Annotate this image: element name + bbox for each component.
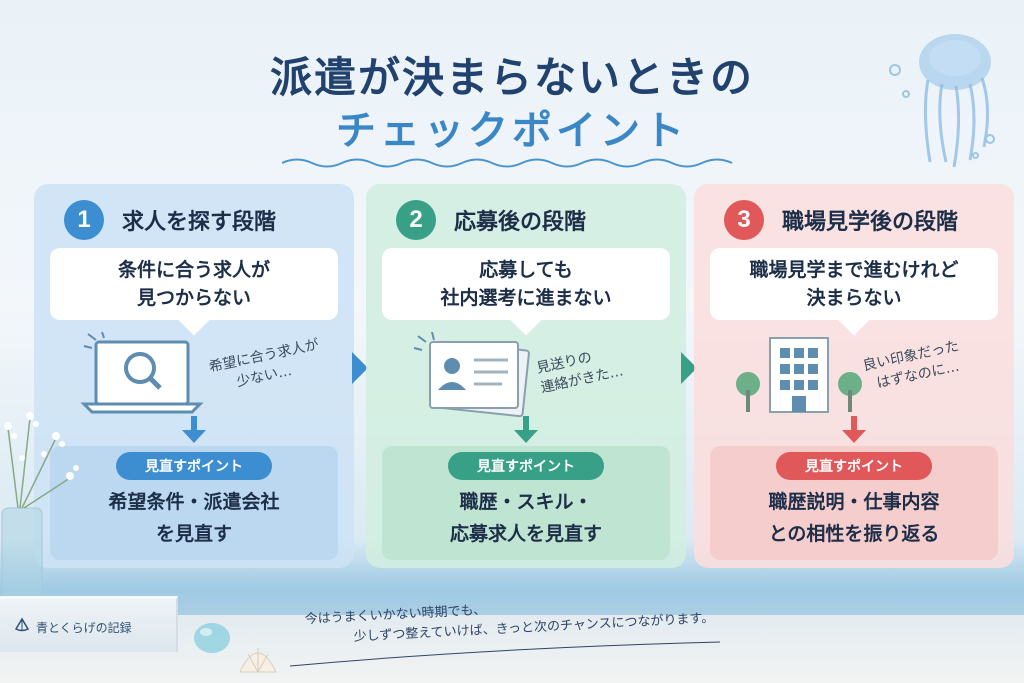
step-header: 3 職場見学後の段階: [724, 198, 958, 242]
problem-bubble: 応募しても 社内選考に進まない: [382, 248, 670, 336]
bubble-icon: [902, 90, 910, 98]
problem-line: 職場見学まで進むけれど: [749, 259, 959, 281]
bubble-icon: [972, 152, 979, 159]
seashell-icon: [239, 648, 277, 673]
step-header: 1 求人を探す段階: [64, 198, 276, 242]
shell-icon: [14, 617, 30, 632]
review-point-label: 見直すポイント: [116, 452, 272, 480]
point-line: を見直す: [155, 523, 232, 545]
chevron-right-icon: [681, 352, 697, 384]
underline-decoration: [290, 641, 720, 667]
step-card-3: 3 職場見学後の段階 職場見学まで進むけれど 決まらない 良い印象だった はずな…: [694, 184, 1014, 568]
review-point-text: 職歴・スキル・ 応募求人を見直す: [382, 486, 670, 550]
step-title: 求人を探す段階: [122, 210, 277, 235]
step-header: 2 応募後の段階: [396, 198, 586, 242]
problem-line: 応募しても: [479, 259, 573, 281]
title-line2: チェックポイント: [336, 107, 688, 154]
step-title: 職場見学後の段階: [782, 210, 959, 235]
office-building-icon: [736, 337, 862, 413]
arrow-down-icon: [514, 416, 538, 443]
title-line1: 派遣が決まらないときの: [269, 53, 754, 102]
point-line: 職歴説明・仕事内容: [768, 491, 940, 513]
problem-bubble: 条件に合う求人が 見つからない: [50, 248, 338, 336]
review-point-text: 希望条件・派遣会社 を見直す: [50, 486, 338, 550]
flower-vase-icon: [1, 412, 79, 605]
thought-note: 見送りの 連絡がきた…: [535, 342, 625, 399]
chevron-right-icon: [352, 352, 368, 384]
problem-bubble: 職場見学まで進むけれど 決まらない: [710, 248, 998, 336]
step-number-badge: 3: [724, 200, 764, 240]
problem-line: 見つからない: [136, 287, 251, 309]
thought-note: 希望に合う求人が 少ない…: [207, 335, 325, 397]
resume-documents-icon: [413, 332, 530, 418]
laptop-search-icon: [80, 332, 204, 414]
review-point-box: 見直すポイント 職歴・スキル・ 応募求人を見直す: [382, 446, 670, 560]
review-point-label: 見直すポイント: [448, 452, 604, 480]
point-line: 応募求人を見直す: [449, 523, 602, 545]
sea-glass-icon: [194, 623, 230, 653]
review-point-text: 職歴説明・仕事内容 との相性を振り返る: [710, 486, 998, 550]
review-point-box: 見直すポイント 希望条件・派遣会社 を見直す: [50, 446, 338, 560]
step-number-badge: 2: [396, 200, 436, 240]
review-point-label: 見直すポイント: [776, 452, 932, 480]
point-line: 職歴・スキル・: [459, 491, 593, 513]
arrow-down-icon: [182, 416, 206, 443]
arrow-down-icon: [842, 416, 866, 443]
bubble-icon: [889, 64, 901, 76]
book-title: 青とくらげの記録: [36, 621, 132, 635]
step-number-badge: 1: [64, 200, 104, 240]
step-title: 応募後の段階: [454, 210, 587, 235]
wave-divider-icon: [282, 158, 733, 168]
title-block: 派遣が決まらないときの チェックポイント: [0, 52, 1024, 158]
thought-note: 良い印象だった はずなのに…: [861, 336, 965, 396]
point-line: 希望条件・派遣会社: [108, 491, 280, 513]
problem-line: 決まらない: [806, 287, 902, 309]
problem-line: 条件に合う求人が: [117, 259, 270, 281]
point-line: との相性を振り返る: [768, 523, 940, 545]
jellyfish-icon: [919, 34, 991, 168]
book: 青とくらげの記録: [0, 596, 178, 652]
problem-line: 社内選考に進まない: [440, 287, 612, 309]
review-point-box: 見直すポイント 職歴説明・仕事内容 との相性を振り返る: [710, 446, 998, 560]
step-card-1: 1 求人を探す段階 条件に合う求人が 見つからない 希望に合う求人が 少ない… …: [34, 184, 354, 568]
bubble-icon: [985, 134, 995, 144]
step-card-2: 2 応募後の段階 応募しても 社内選考に進まない 見送りの 連絡がきた… 見直す…: [366, 184, 686, 568]
